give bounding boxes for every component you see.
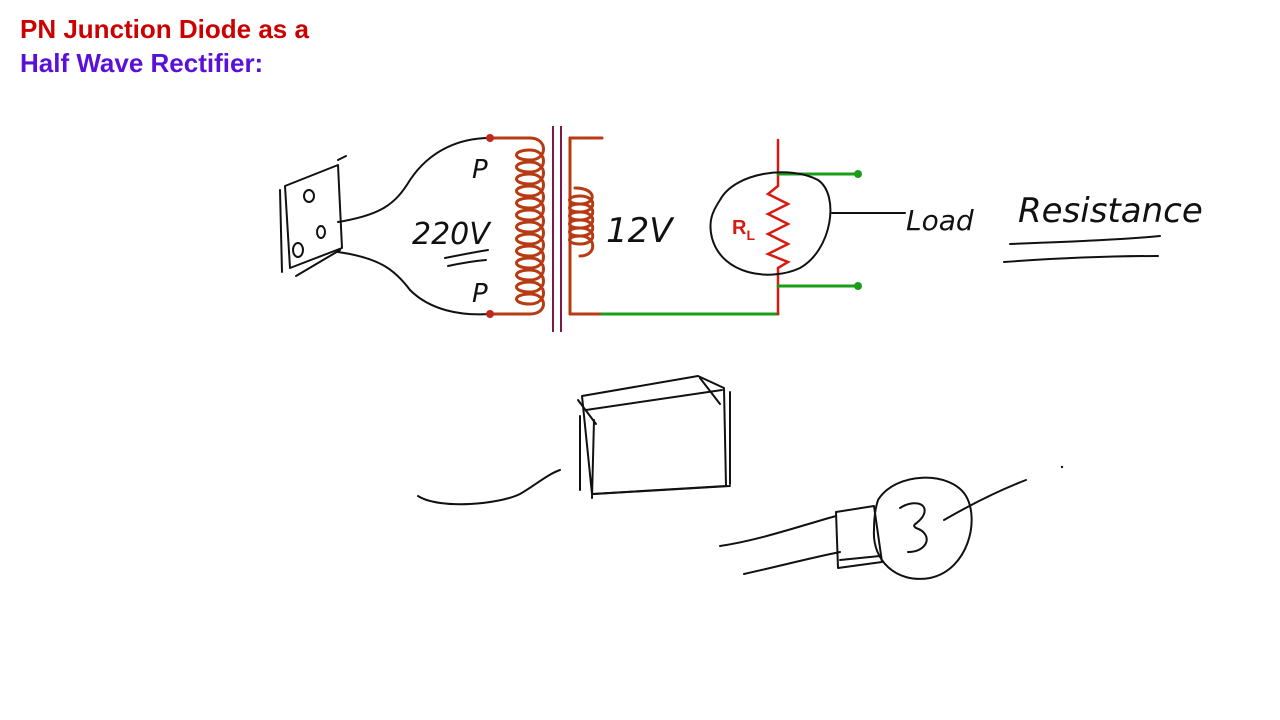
primary-coil <box>486 134 545 318</box>
output-terminal-top <box>854 170 862 178</box>
resistance-text: Resistance <box>1018 191 1203 231</box>
load-resistor <box>764 138 791 316</box>
resistor-label: RL <box>732 217 755 243</box>
stray-dot <box>1060 465 1064 469</box>
underline-1 <box>1009 235 1161 245</box>
page-title: PN Junction Diode as a Half Wave Rectifi… <box>20 12 309 80</box>
wall-socket <box>279 155 347 277</box>
transformer-core <box>552 126 562 332</box>
load-text: Load <box>906 204 974 237</box>
phase-label-bottom: P <box>472 279 488 309</box>
secondary-voltage-label: 12V <box>606 211 675 251</box>
sketch-box <box>417 375 731 506</box>
voltage-underline-1 <box>444 249 489 259</box>
output-terminal-bottom <box>854 282 862 290</box>
mains-cable <box>337 137 491 316</box>
primary-terminal-bottom <box>486 310 494 318</box>
phase-label-top: P <box>472 155 488 185</box>
primary-voltage-label: 220V <box>412 217 492 252</box>
voltage-underline-2 <box>447 259 487 267</box>
resistor-label-main: R <box>732 217 747 239</box>
title-line-1: PN Junction Diode as a <box>20 14 309 44</box>
title-line-2: Half Wave Rectifier: <box>20 48 264 78</box>
sketch-plug <box>719 465 1064 580</box>
secondary-coil <box>568 136 604 316</box>
primary-terminal-top <box>486 134 494 142</box>
underline-2 <box>1003 255 1159 263</box>
resistor-highlight-circle <box>709 171 832 276</box>
resistor-label-sub: L <box>746 227 755 243</box>
output-terminals <box>776 170 862 290</box>
